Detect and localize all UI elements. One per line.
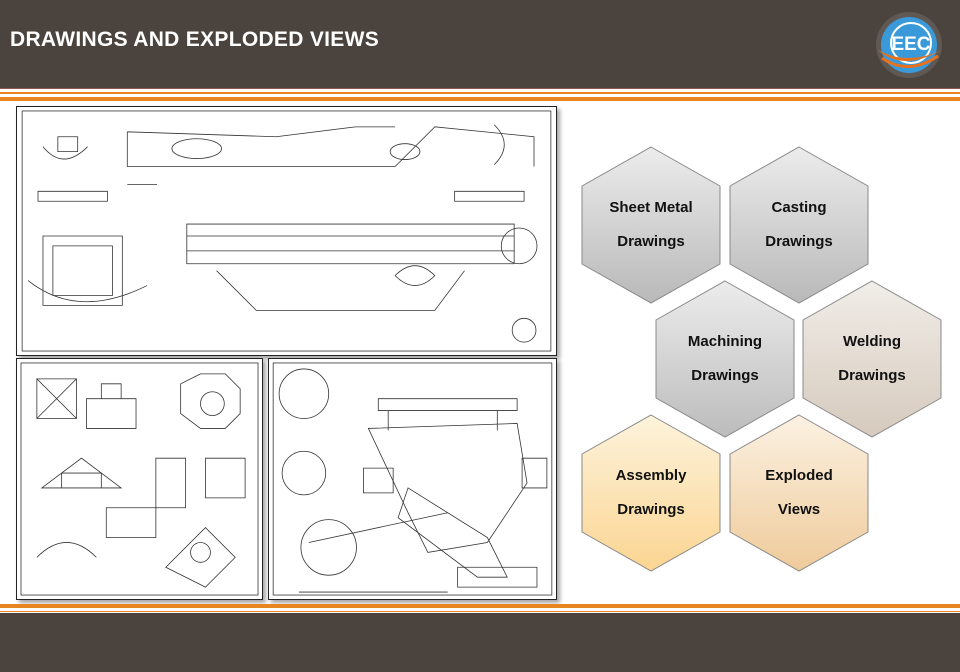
header-accent-line-thick — [0, 97, 960, 101]
hexagon-label-line1: Assembly — [615, 467, 687, 484]
header-accent-line-thin — [0, 92, 960, 94]
hexagon-label-line1: Sheet Metal — [609, 199, 693, 216]
footer-accent-line-thick — [0, 604, 960, 608]
header-divider — [0, 88, 960, 89]
slide-title: DRAWINGS AND EXPLODED VIEWS — [10, 28, 380, 51]
exploded-view-image — [268, 358, 557, 600]
hexagon-label-line1: Machining — [687, 333, 763, 350]
hexagon-label-line1: Casting — [771, 199, 827, 216]
hexagon-label-line2: Drawings — [691, 367, 759, 384]
machining-drawing-image — [16, 358, 263, 600]
hexagon-label-line2: Drawings — [838, 367, 906, 384]
hexagon-label-line1: Welding — [842, 333, 902, 350]
hexagon-label-line2: Views — [777, 501, 821, 518]
footer-accent-line-thin — [0, 611, 960, 612]
svg-text:EEC: EEC — [891, 34, 930, 55]
slide-header: DRAWINGS AND EXPLODED VIEWS EEC — [0, 0, 960, 88]
slide-footer — [0, 613, 960, 672]
hexagon-label-line2: Drawings — [765, 233, 833, 250]
sheet-metal-drawing-image — [16, 106, 557, 356]
hexagon-label-line2: Drawings — [617, 501, 685, 518]
hexagon-label-line1: Exploded — [765, 467, 833, 484]
eec-logo: EEC — [872, 10, 946, 80]
hexagon-label-line2: Drawings — [617, 233, 685, 250]
